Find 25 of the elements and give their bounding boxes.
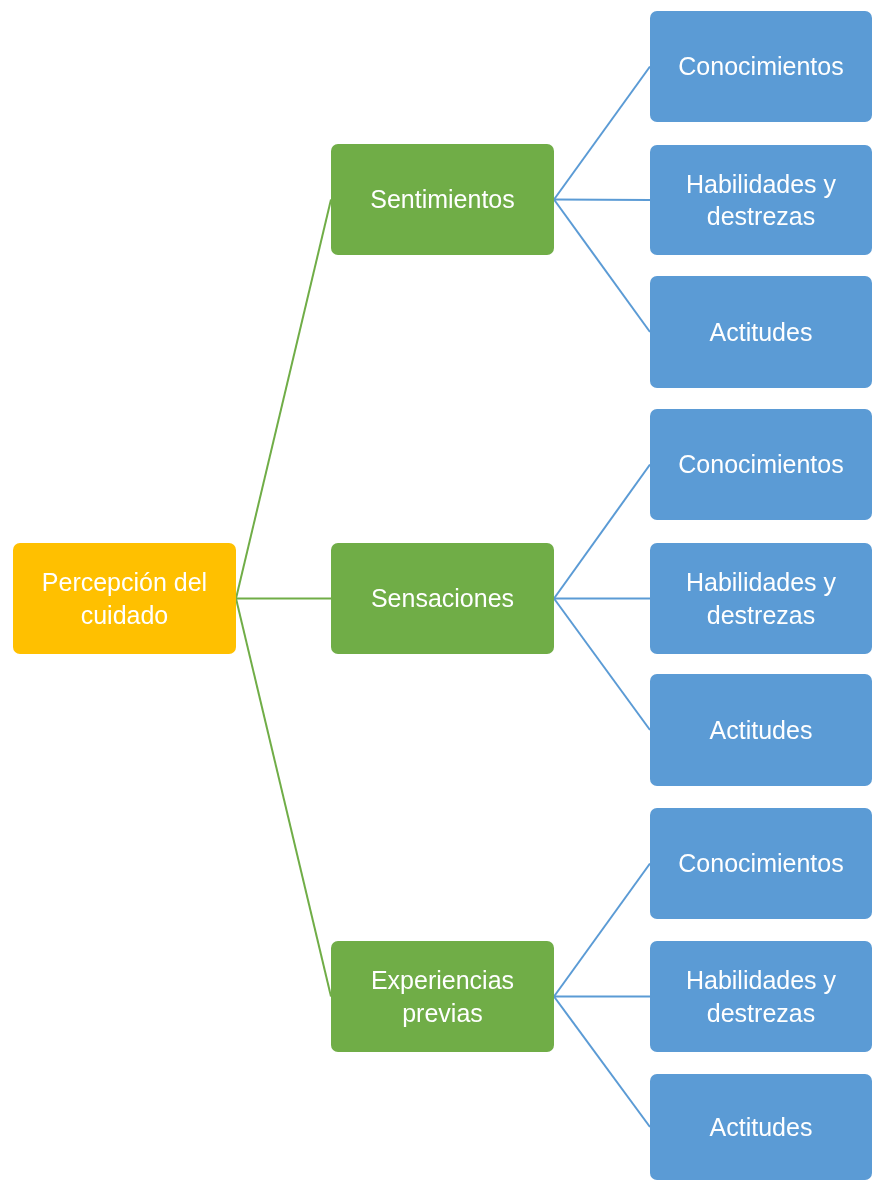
subcategory-box: Conocimientos — [650, 11, 872, 122]
subcategory-box: Conocimientos — [650, 409, 872, 520]
subcategory-box: Actitudes — [650, 1074, 872, 1180]
connector-line — [553, 65, 651, 201]
connector-line — [553, 995, 651, 1128]
subcategory-box: Conocimientos — [650, 808, 872, 919]
subcategory-box: Habilidades y destrezas — [650, 543, 872, 654]
category-box: Experiencias previas — [331, 941, 554, 1052]
connector-line — [553, 597, 651, 600]
connector-line — [553, 463, 651, 600]
category-box: Sensaciones — [331, 543, 554, 654]
connector-line — [235, 198, 332, 600]
subcategory-box: Actitudes — [650, 276, 872, 388]
connector-line — [553, 198, 651, 201]
connector-line — [235, 597, 332, 998]
category-box: Sentimientos — [331, 144, 554, 255]
connector-line — [553, 995, 651, 998]
connector-line — [553, 862, 651, 998]
connector-line — [235, 597, 332, 600]
subcategory-box: Habilidades y destrezas — [650, 145, 872, 255]
connector-line — [553, 198, 651, 333]
subcategory-box: Habilidades y destrezas — [650, 941, 872, 1052]
connector-line — [553, 597, 651, 731]
root-concept-box: Percepción del cuidado — [13, 543, 236, 654]
subcategory-box: Actitudes — [650, 674, 872, 786]
